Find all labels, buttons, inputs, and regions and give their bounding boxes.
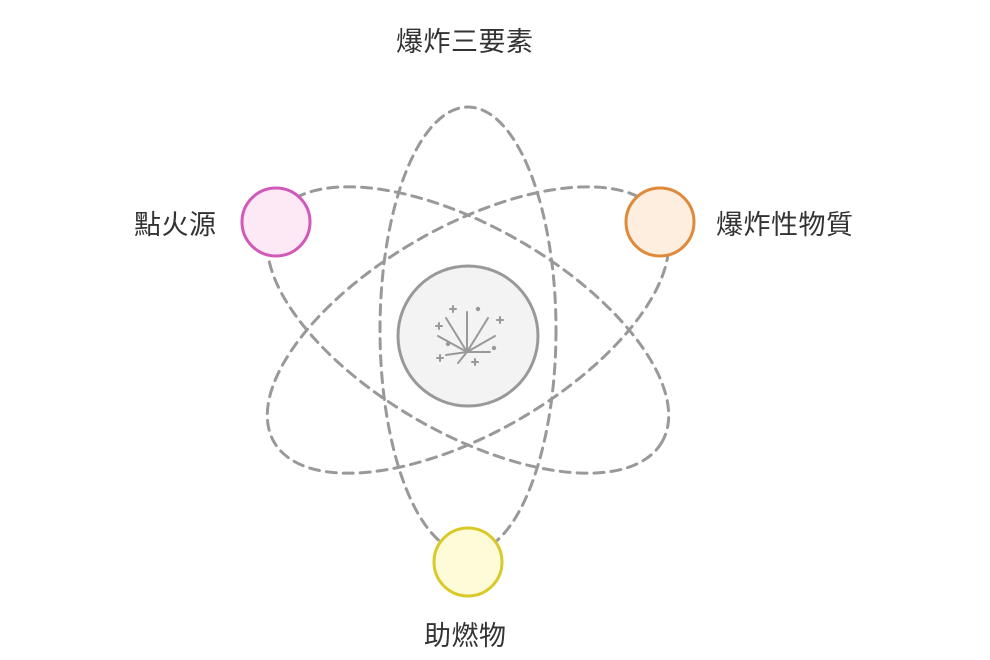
oxidizer-label: 助燃物 (424, 621, 507, 652)
explosive-material-label: 爆炸性物質 (716, 210, 854, 241)
firework-icon (435, 305, 504, 366)
diagram-title: 爆炸三要素 (396, 27, 534, 58)
ignition-source-node (240, 186, 312, 258)
ignition-source-label: 點火源 (134, 210, 217, 241)
explosive-material-node (624, 186, 696, 258)
oxidizer-node (432, 526, 504, 598)
